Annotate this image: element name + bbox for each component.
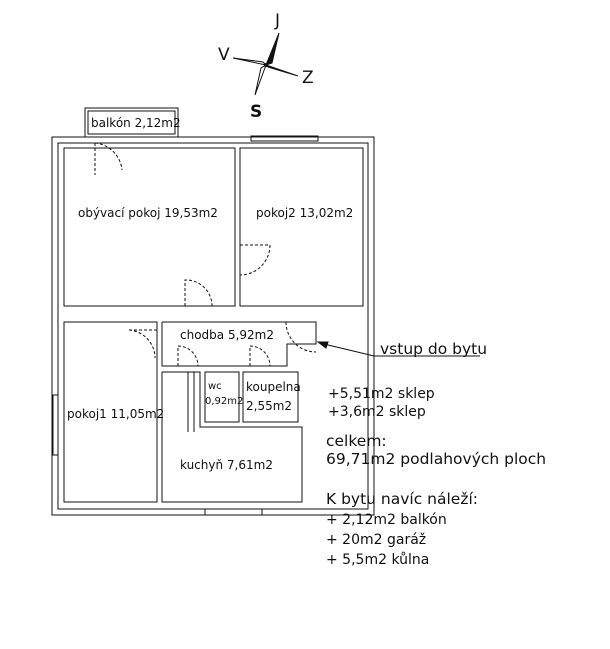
- outer-wall-inner: [57, 142, 369, 510]
- door-room2: [239, 244, 271, 276]
- label-bathroom-name: koupelna: [246, 380, 301, 394]
- label-wc-area: 0,92m2: [205, 396, 243, 407]
- window-top: [250, 135, 319, 142]
- extra-item: + 5,5m2 kůlna: [326, 552, 430, 568]
- door-entrance: [285, 321, 317, 353]
- belongs-heading: K bytu navíc náleží:: [326, 490, 479, 508]
- balcony-inner: [87, 110, 176, 135]
- room1: [63, 321, 158, 503]
- label-hallway: chodba 5,92m2: [180, 328, 274, 342]
- label-kitchen: kuchyň 7,61m2: [180, 458, 273, 472]
- wc-room: [204, 371, 240, 423]
- door-bath: [249, 345, 271, 367]
- entrance-arrow-head: [316, 341, 329, 349]
- door-room1: [127, 329, 157, 359]
- bathroom-room: [242, 371, 299, 423]
- total-value: 69,71m2 podlahových ploch: [326, 450, 547, 468]
- cellar-2: +3,6m2 sklep: [328, 404, 426, 420]
- compass-south: S: [250, 102, 262, 122]
- label-balcony: balkón 2,12m2: [91, 116, 181, 130]
- entrance-arrow-line: [323, 343, 375, 357]
- extra-item: + 2,12m2 balkón: [326, 512, 447, 528]
- label-bathroom-area: 2,55m2: [246, 399, 292, 413]
- cellar-1: +5,51m2 sklep: [328, 386, 435, 402]
- balcony-outline: [84, 107, 179, 138]
- kitchen-walls: [161, 371, 303, 503]
- window-left: [52, 394, 59, 456]
- window-bottom: [204, 508, 263, 516]
- total-label: celkem:: [326, 432, 387, 450]
- door-living: [184, 279, 213, 307]
- door-wc: [177, 345, 199, 367]
- compass-north: J: [274, 11, 280, 31]
- label-room1: pokoj1 11,05m2: [67, 407, 164, 421]
- compass-east: Z: [302, 68, 314, 88]
- label-wc-name: wc: [208, 381, 222, 392]
- door-balcony: [94, 142, 123, 175]
- room2: [239, 147, 364, 307]
- entrance-label: vstup do bytu: [380, 340, 488, 358]
- label-room2: pokoj2 13,02m2: [256, 206, 353, 220]
- label-living-room: obývací pokoj 19,53m2: [78, 206, 218, 220]
- extra-item: + 20m2 garáž: [326, 532, 427, 548]
- compass-west: V: [218, 45, 230, 65]
- compass-rose: J V Z S: [218, 11, 314, 122]
- living-room: [63, 147, 236, 307]
